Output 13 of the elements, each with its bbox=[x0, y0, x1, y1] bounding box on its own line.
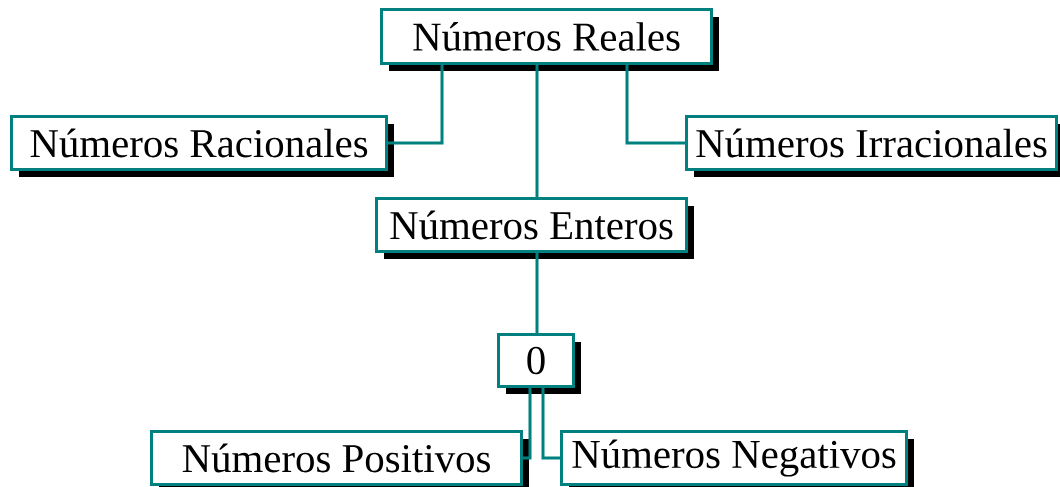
connector-line bbox=[388, 65, 444, 145]
concept-box: 0 bbox=[497, 333, 581, 394]
concept-box: Números Enteros bbox=[375, 197, 694, 259]
connector-line bbox=[625, 65, 685, 145]
connector-line bbox=[523, 388, 532, 460]
concept-box: Números Negativos bbox=[560, 430, 914, 487]
concept-box: Números Reales bbox=[380, 8, 719, 71]
concept-box: Números Positivos bbox=[150, 430, 529, 487]
connector-line bbox=[535, 253, 539, 333]
concept-box: Números Racionales bbox=[10, 115, 394, 177]
connector-line bbox=[541, 388, 560, 460]
connector-line bbox=[535, 65, 539, 197]
concept-box: Números Irracionales bbox=[685, 115, 1060, 177]
